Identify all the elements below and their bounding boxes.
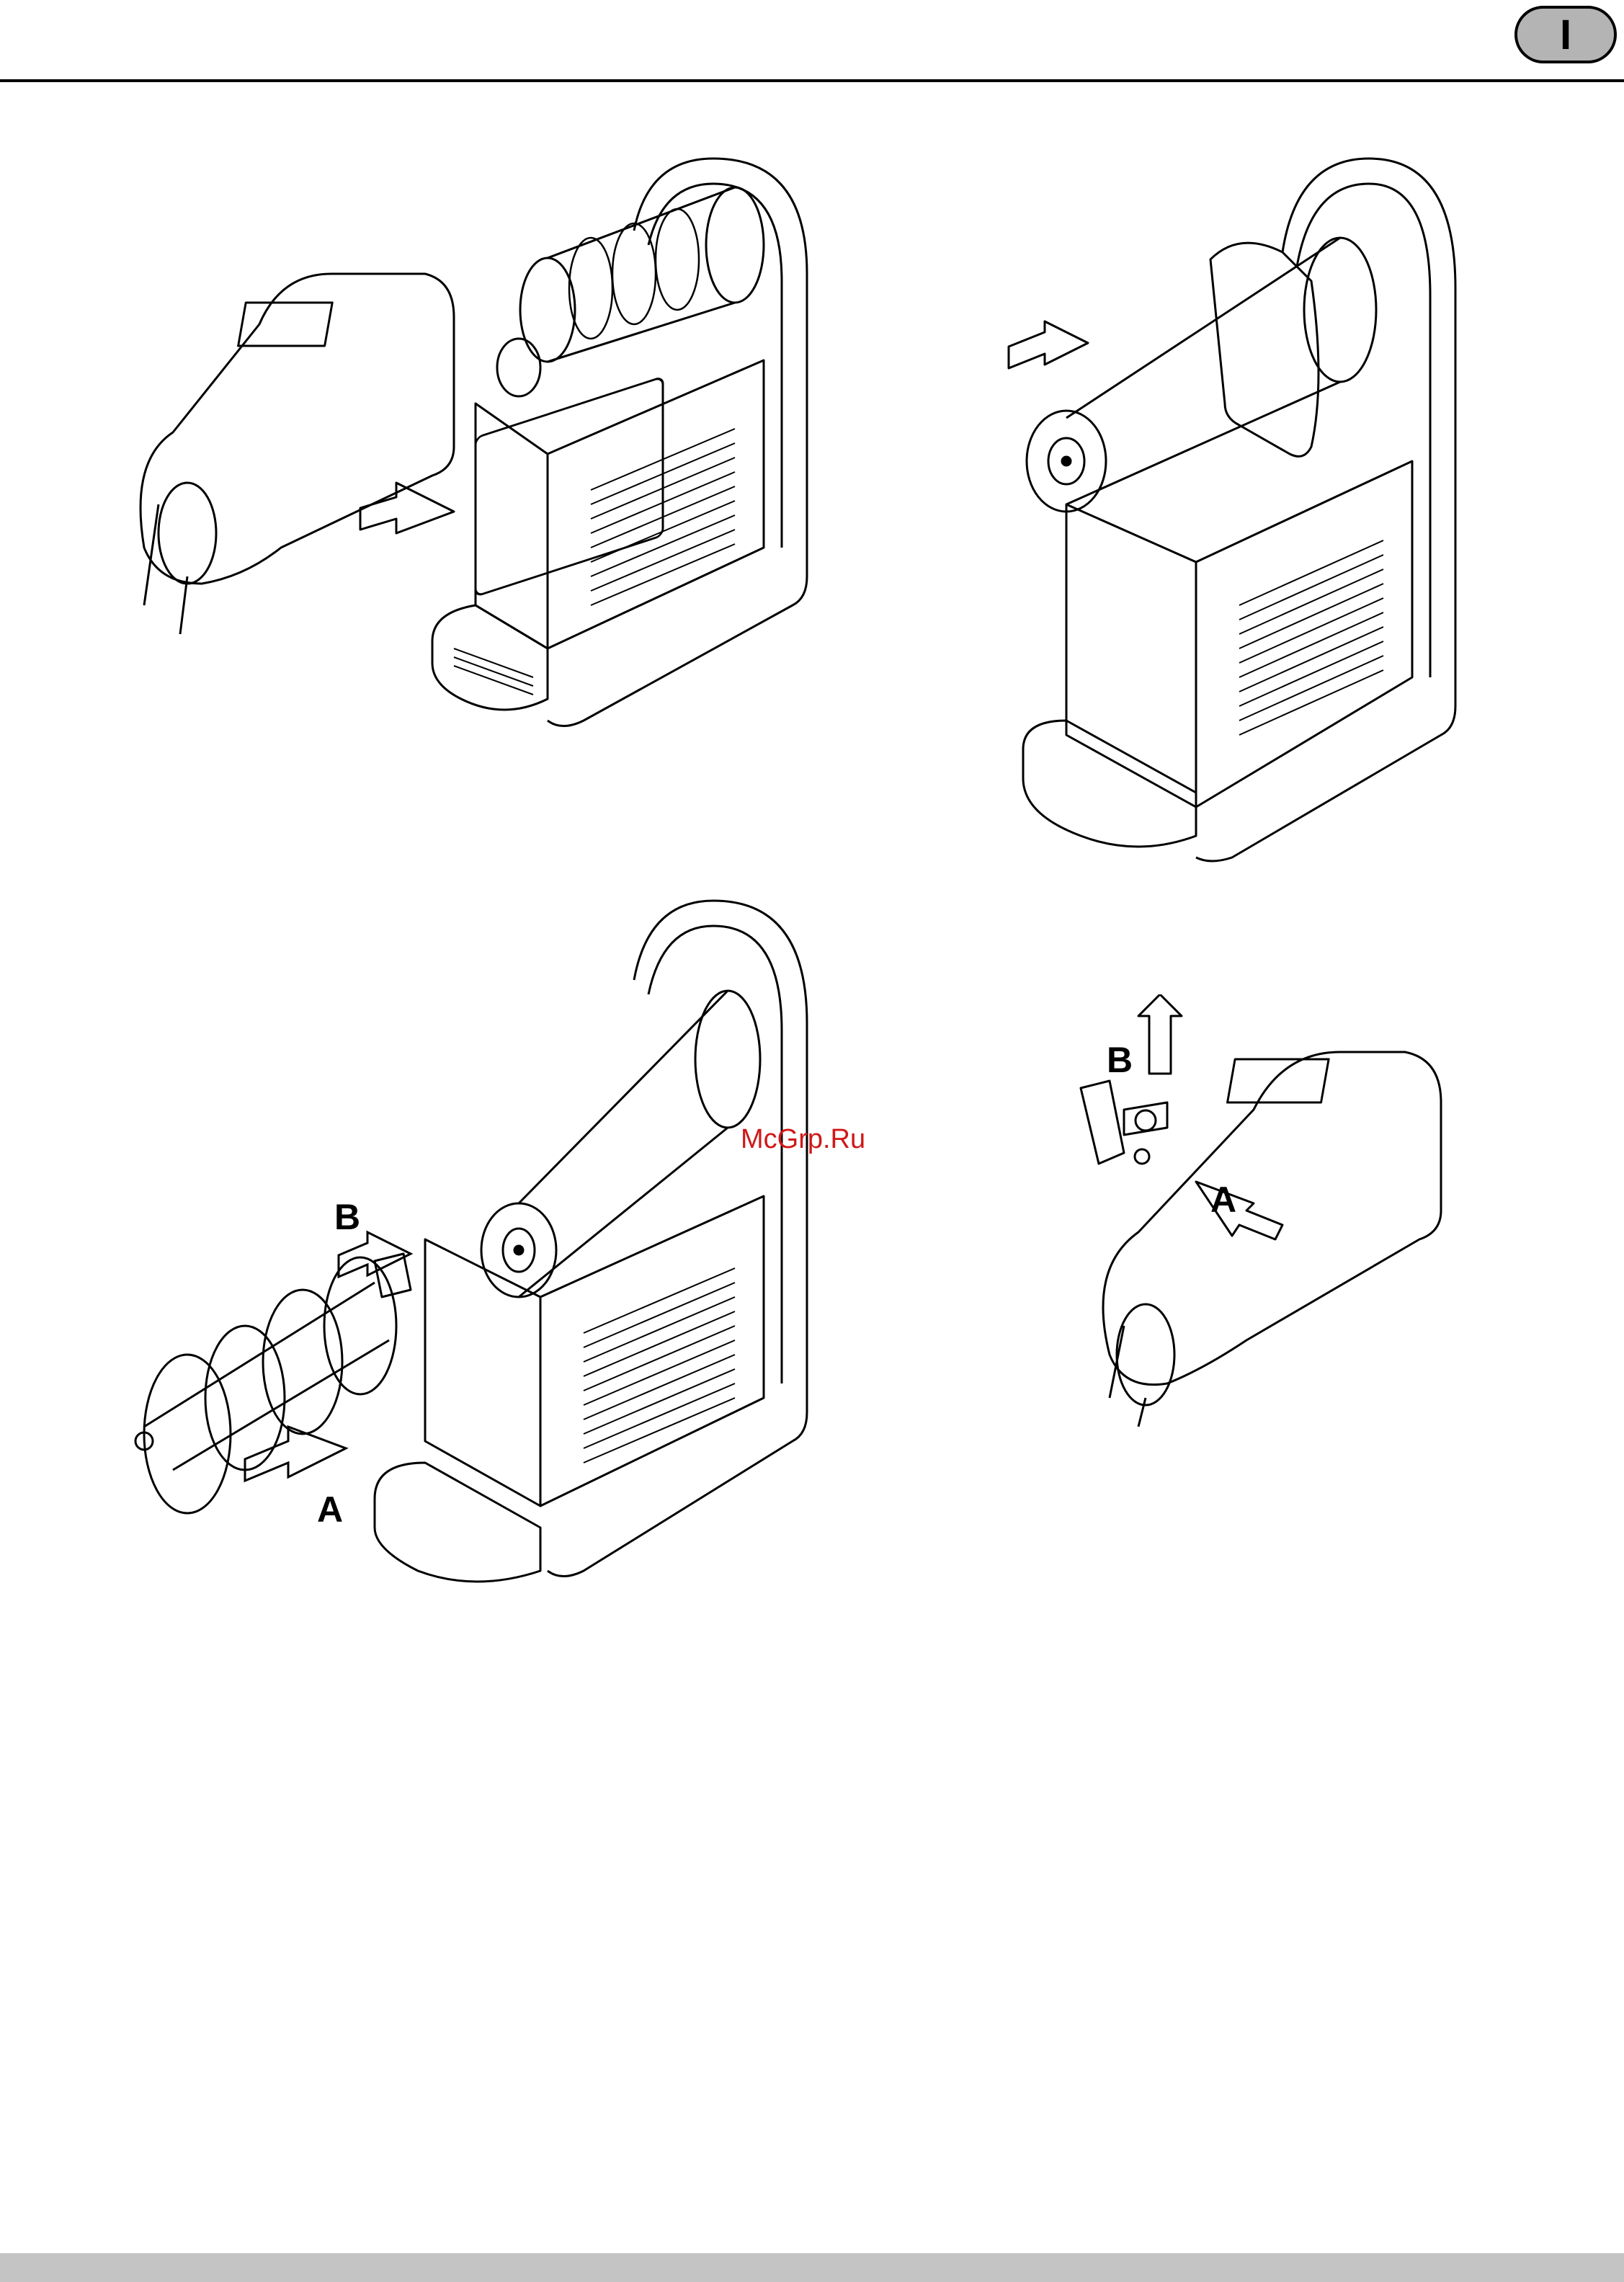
figure-bowl-removal bbox=[115, 144, 836, 764]
footer-bar bbox=[0, 2253, 1624, 2282]
language-tab: I bbox=[1514, 6, 1617, 63]
callout-b-figure-4: B bbox=[1107, 1042, 1133, 1078]
header-rule bbox=[0, 79, 1624, 82]
watermark: McGrp.Ru bbox=[741, 1124, 865, 1155]
language-tab-label: I bbox=[1560, 11, 1571, 59]
callout-b-figure-3: B bbox=[334, 1199, 360, 1235]
figure-seal-removal bbox=[994, 144, 1585, 865]
callout-a-figure-4: A bbox=[1210, 1182, 1236, 1218]
figure-auger-removal bbox=[115, 893, 836, 1600]
callout-a-figure-3: A bbox=[317, 1492, 343, 1528]
